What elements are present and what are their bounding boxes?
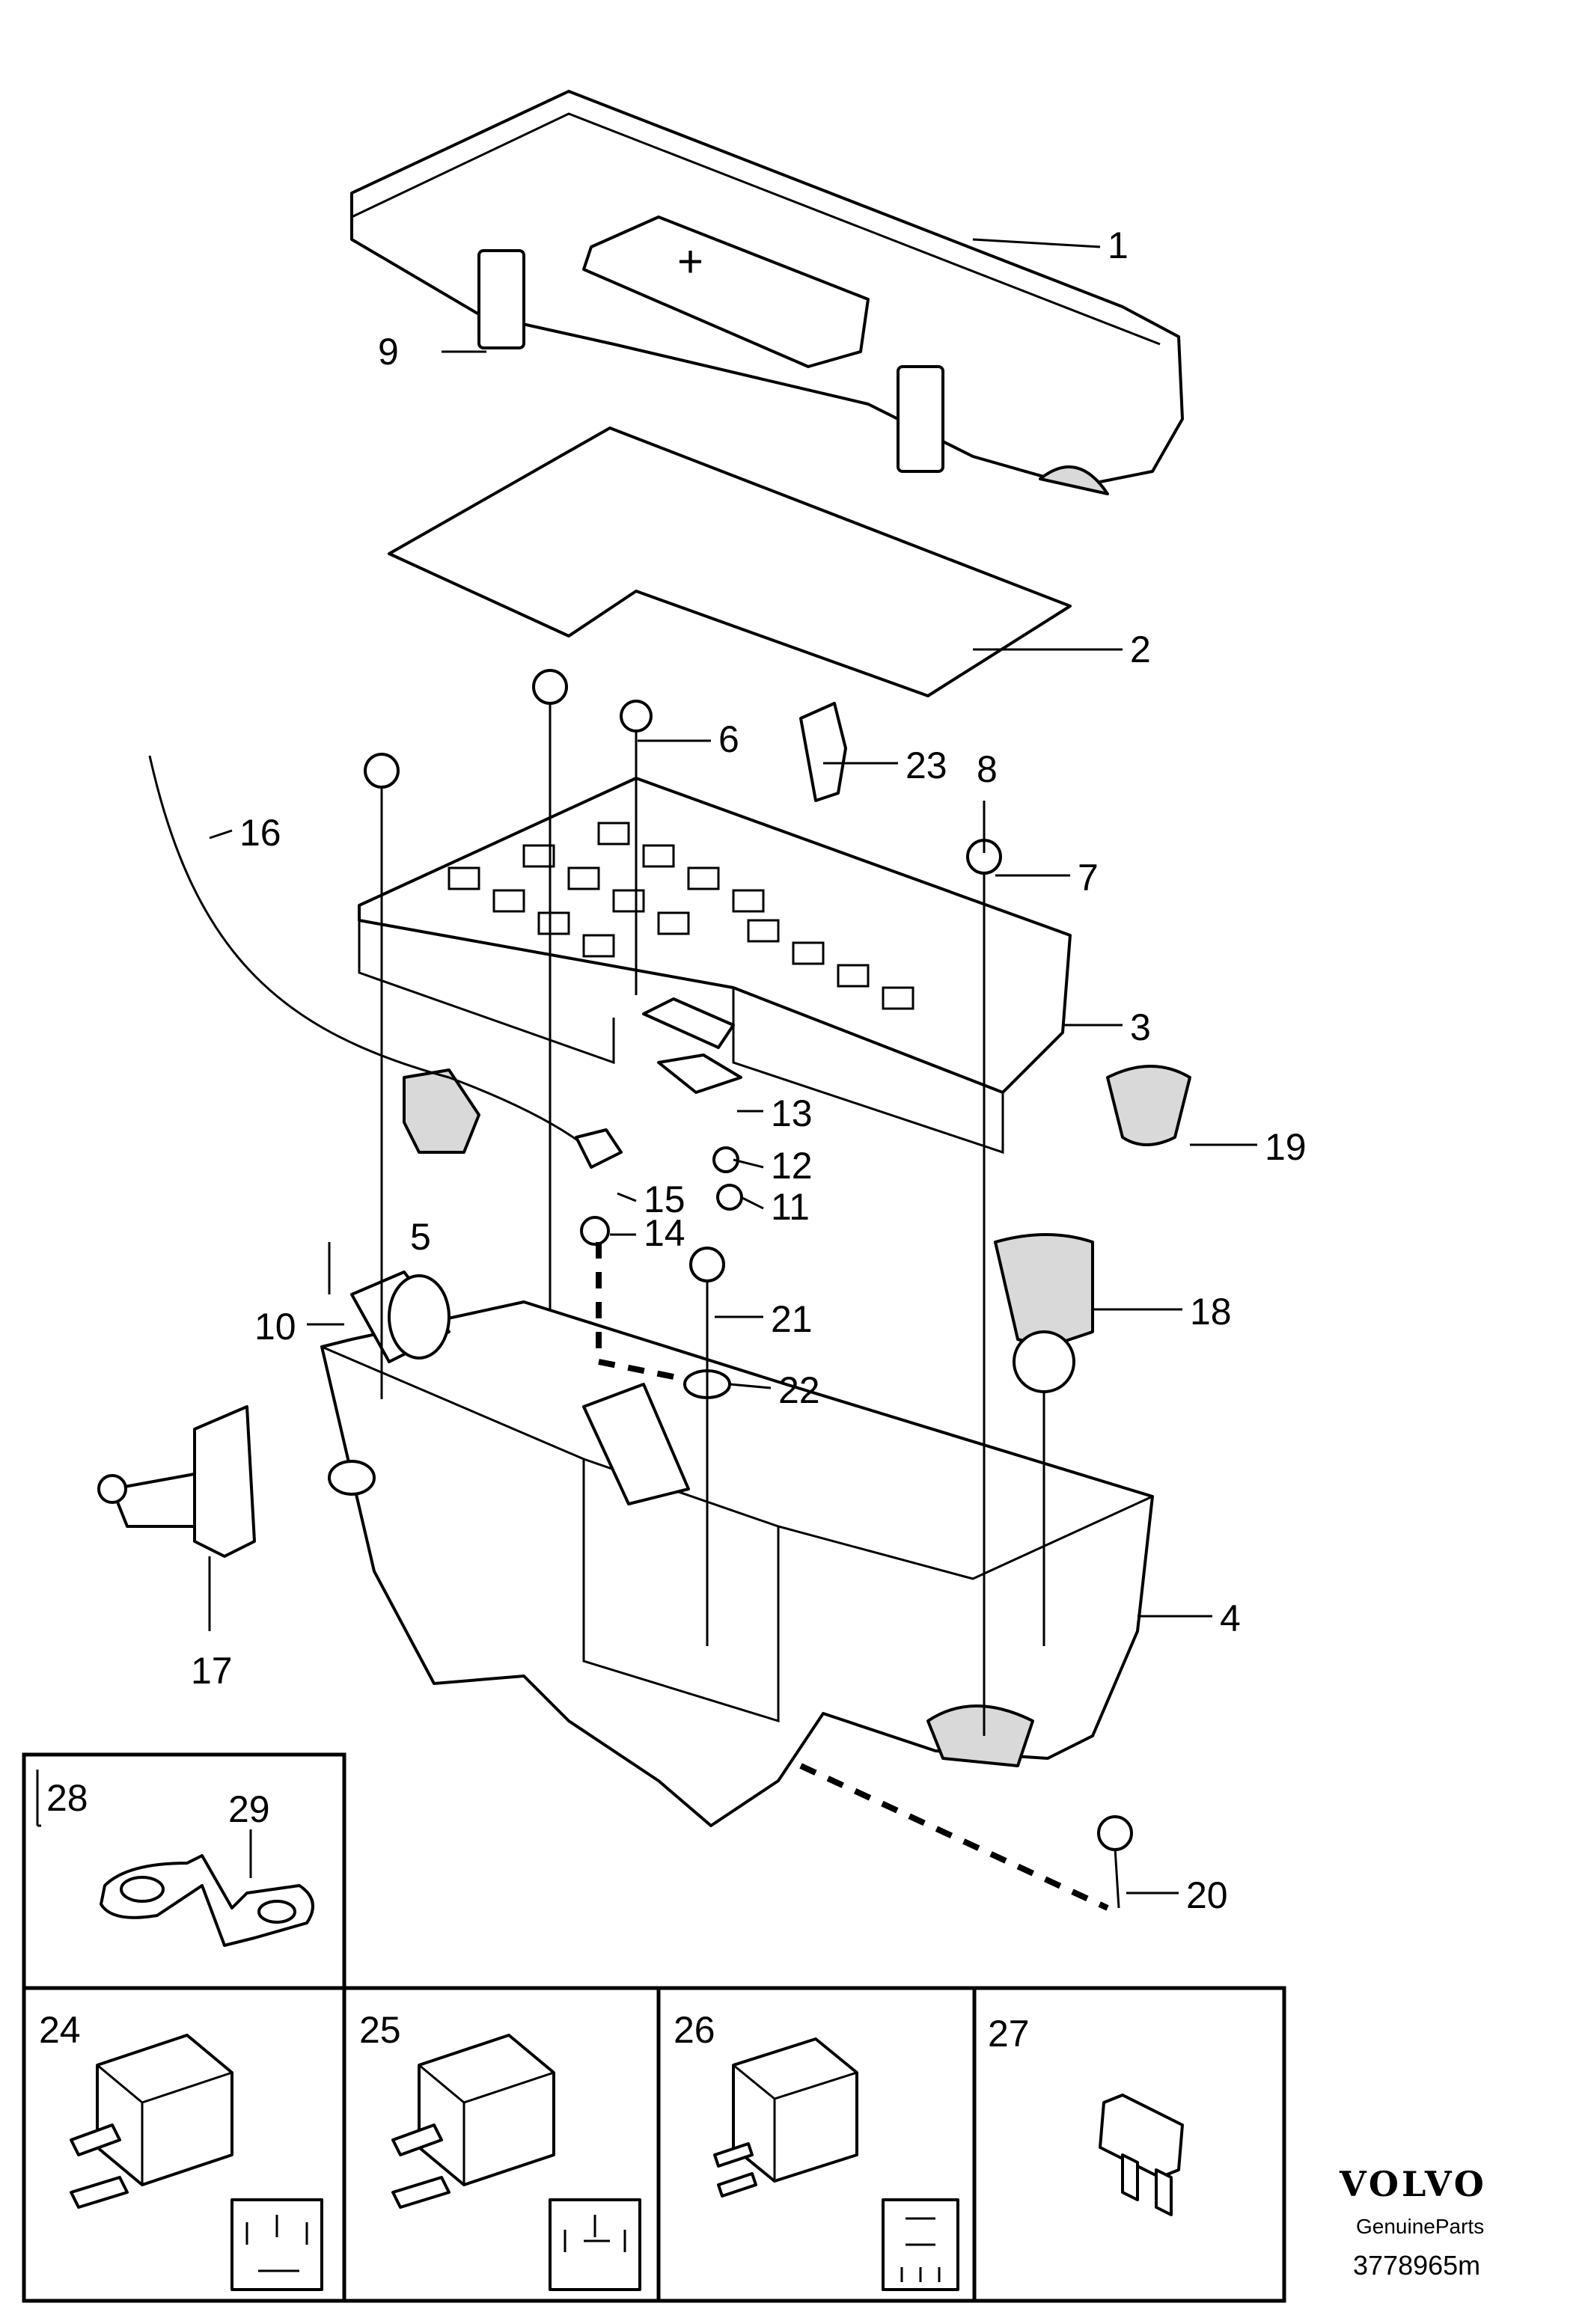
part-10-cylinder: [328, 1242, 451, 1363]
part-16-cable: [148, 755, 584, 1146]
callout-7: 7: [1078, 857, 1099, 899]
callout-22: 22: [778, 1369, 820, 1411]
part-14-nut: [580, 1216, 610, 1246]
svg-text:+: +: [677, 236, 703, 287]
callout-13: 13: [771, 1092, 813, 1134]
part-11-nut: [716, 1184, 743, 1211]
part-23-fuse-puller: [799, 702, 847, 802]
part-13-bracket: [657, 1054, 742, 1094]
volvo-logo: VOLVO: [1339, 2164, 1487, 2204]
callout-20: 20: [1186, 1874, 1228, 1916]
detail-label-24: 24: [39, 2009, 81, 2051]
part-6-screw-c: [620, 700, 653, 756]
callout-2: 2: [1130, 629, 1151, 670]
callout-18: 18: [1190, 1291, 1232, 1333]
callout-14: 14: [644, 1212, 685, 1254]
part-6-screw-a: [364, 753, 400, 808]
callout-9: 9: [378, 331, 399, 373]
callout-labels: 1 2 3 4 5 6 7 8 9 10 11 12 13 14 15 16 1…: [191, 224, 1307, 1916]
callout-12: 12: [771, 1145, 813, 1187]
dashed-path-a: [596, 1242, 674, 1380]
detail-box-26: 26: [656, 1986, 977, 2303]
detail-box-25: 25: [342, 1986, 661, 2303]
callout-11: 11: [771, 1186, 810, 1228]
callout-3: 3: [1130, 1006, 1151, 1048]
dashed-path-b: [799, 1763, 1109, 1911]
detail-box-27: 27: [972, 1986, 1286, 2303]
callout-10: 10: [254, 1306, 296, 1348]
callout-16: 16: [239, 812, 281, 854]
detail-label-28: 28: [46, 1777, 88, 1819]
leader-lines: [208, 238, 1257, 1895]
detail-box-24: 24: [22, 1986, 346, 2303]
part-4-lower-housing: [320, 1300, 1154, 1827]
callout-23: 23: [906, 744, 947, 786]
callout-6: 6: [718, 718, 739, 760]
part-6-screw-b: [532, 669, 568, 726]
part-5-grommet: [403, 1068, 480, 1154]
callout-1: 1: [1108, 224, 1129, 266]
part-19-cap: [1106, 1065, 1191, 1146]
brand-tagline: GenuineParts: [1356, 2215, 1484, 2238]
part-20-bolt: [1097, 1815, 1133, 1909]
part-21-bolt: [689, 1247, 725, 1339]
callout-5: 5: [410, 1216, 431, 1258]
reference-number: 3778965m: [1353, 2250, 1480, 2281]
part-17-harness-clip: [97, 1405, 256, 1558]
detail-box-28-29: 28 29: [22, 1752, 346, 1990]
detail-label-25: 25: [359, 2009, 401, 2051]
detail-label-27: 27: [988, 2013, 1030, 2055]
detail-label-26: 26: [674, 2009, 715, 2051]
part-1-cover: +: [350, 90, 1184, 495]
callout-17: 17: [191, 1650, 233, 1692]
callout-4: 4: [1220, 1597, 1241, 1639]
fasteners: [364, 669, 1133, 1909]
detail-label-29: 29: [228, 1788, 270, 1830]
callout-21: 21: [771, 1298, 813, 1340]
part-3-relay-carrier: [358, 777, 1072, 1155]
part-18-boot: [994, 1233, 1094, 1393]
brand-block: VOLVO GenuineParts 3778965m: [1339, 2164, 1487, 2281]
callout-8: 8: [977, 748, 998, 790]
part-2-gasket: [388, 426, 1072, 697]
callout-15: 15: [644, 1178, 685, 1220]
callout-19: 19: [1265, 1126, 1307, 1168]
assembly-lines: [380, 726, 1045, 1736]
part-15-ring-terminal: [575, 1128, 623, 1169]
